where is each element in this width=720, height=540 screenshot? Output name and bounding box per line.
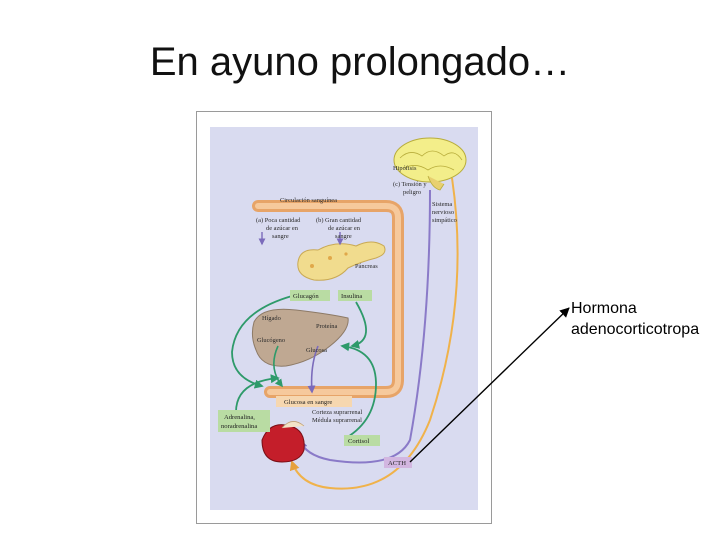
- poca-label-line1: (a) Poca cantidad: [256, 217, 301, 224]
- insulin-arrow: [350, 301, 367, 349]
- glucosa-sangre-label: Glucosa en sangre: [284, 399, 332, 406]
- tension-label-line2: peligro: [403, 189, 421, 196]
- insulina-label: Insulina: [341, 293, 362, 300]
- adrenaline-label-box: [218, 410, 270, 432]
- sistema-label-line2: nervioso: [432, 209, 454, 216]
- gran-label-line1: (b) Gran cantidad: [316, 217, 362, 224]
- brain-illustration: [393, 137, 467, 191]
- glucose-blood-label-box: [276, 396, 352, 407]
- callout-line-2: adenocorticotropa: [571, 321, 700, 338]
- blood-vessel-tube-inner: [255, 203, 401, 395]
- sistema-label-line1: Sistema: [432, 201, 452, 208]
- callout-arrow: [409, 307, 570, 463]
- glucagon-label: Glucagón: [293, 293, 319, 300]
- callout-line-1: Hormona: [571, 300, 637, 317]
- acth-label: ACTH: [388, 460, 406, 467]
- acth-pathway-line: [297, 189, 431, 464]
- cortisol-label-box: [344, 435, 380, 446]
- pancreas-label: Páncreas: [355, 263, 378, 270]
- glucagon-label-box: [290, 290, 330, 301]
- cortisol-label: Cortisol: [348, 438, 369, 445]
- acth-label-box: [384, 457, 412, 468]
- acth-callout: Hormona adenocorticotropa: [571, 298, 699, 340]
- insulin-label-box: [338, 290, 372, 301]
- adrenalina-label-line2: noradrenalina: [221, 423, 257, 430]
- circulacion-label: Circulación sanguínea: [280, 197, 337, 204]
- proteina-label: Proteína: [316, 323, 337, 330]
- adrenal-gland-illustration: [261, 421, 305, 463]
- hipofisis-label: Hipófisis: [393, 165, 417, 172]
- sympathetic-nerve-line: [289, 177, 459, 490]
- glycogen-arrow: [273, 345, 283, 388]
- gran-label-line3: sangre: [335, 233, 352, 240]
- gran-label-line2: de azúcar en: [328, 225, 361, 232]
- adrenalina-label-line1: Adrenalina,: [224, 414, 255, 421]
- sistema-label-line3: simpático: [432, 217, 457, 224]
- glucagon-arrow: [231, 295, 293, 389]
- poca-label-line2: de azúcar en: [266, 225, 299, 232]
- adrenaline-arrow: [235, 374, 280, 413]
- pancreas-illustration: [297, 241, 386, 281]
- poca-label-line3: sangre: [272, 233, 289, 240]
- tension-label-line1: (c) Tensión y: [393, 181, 427, 188]
- medula-label: Médula suprarrenal: [312, 417, 362, 424]
- glucosa-label: Glucosa: [306, 347, 327, 354]
- corteza-label: Corteza suprarrenal: [312, 409, 362, 416]
- cortisol-arrow: [340, 342, 377, 439]
- glucogeno-label: Glucógeno: [257, 337, 285, 344]
- higado-label: Hígado: [262, 315, 281, 322]
- glucose-to-blood-arrow: [307, 345, 319, 394]
- slide-title: En ayuno prolongado…: [149, 40, 571, 84]
